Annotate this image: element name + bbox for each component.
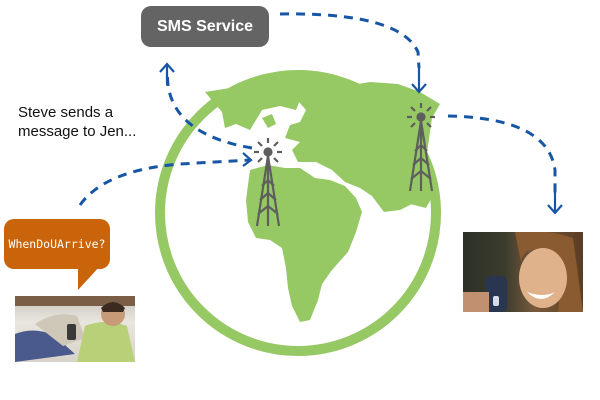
flow-arrows bbox=[78, 12, 557, 206]
message-bubble-tail bbox=[78, 266, 100, 290]
recipient-photo bbox=[463, 232, 583, 312]
man-reading-phone-photo bbox=[15, 296, 135, 362]
arrow-steve-to-tower bbox=[78, 158, 251, 206]
woman-laughing-phone-photo bbox=[463, 232, 583, 312]
message-bubble: WhenDoUArrive? bbox=[4, 219, 110, 269]
arrow-tower-to-sms bbox=[165, 71, 253, 150]
globe-icon bbox=[155, 70, 441, 356]
caption-line-2: message to Jen... bbox=[18, 123, 137, 140]
arrow-heads bbox=[159, 62, 563, 215]
cell-tower-icon bbox=[407, 103, 435, 192]
arrow-tower-to-jen bbox=[447, 114, 557, 198]
cell-tower-icon bbox=[254, 138, 282, 227]
sms-service-box: SMS Service bbox=[141, 6, 269, 47]
caption-text: Steve sends a message to Jen... bbox=[18, 103, 178, 141]
caption-line-1: Steve sends a bbox=[18, 104, 114, 121]
sender-photo bbox=[15, 296, 135, 362]
arrow-sms-to-tower bbox=[279, 12, 421, 69]
